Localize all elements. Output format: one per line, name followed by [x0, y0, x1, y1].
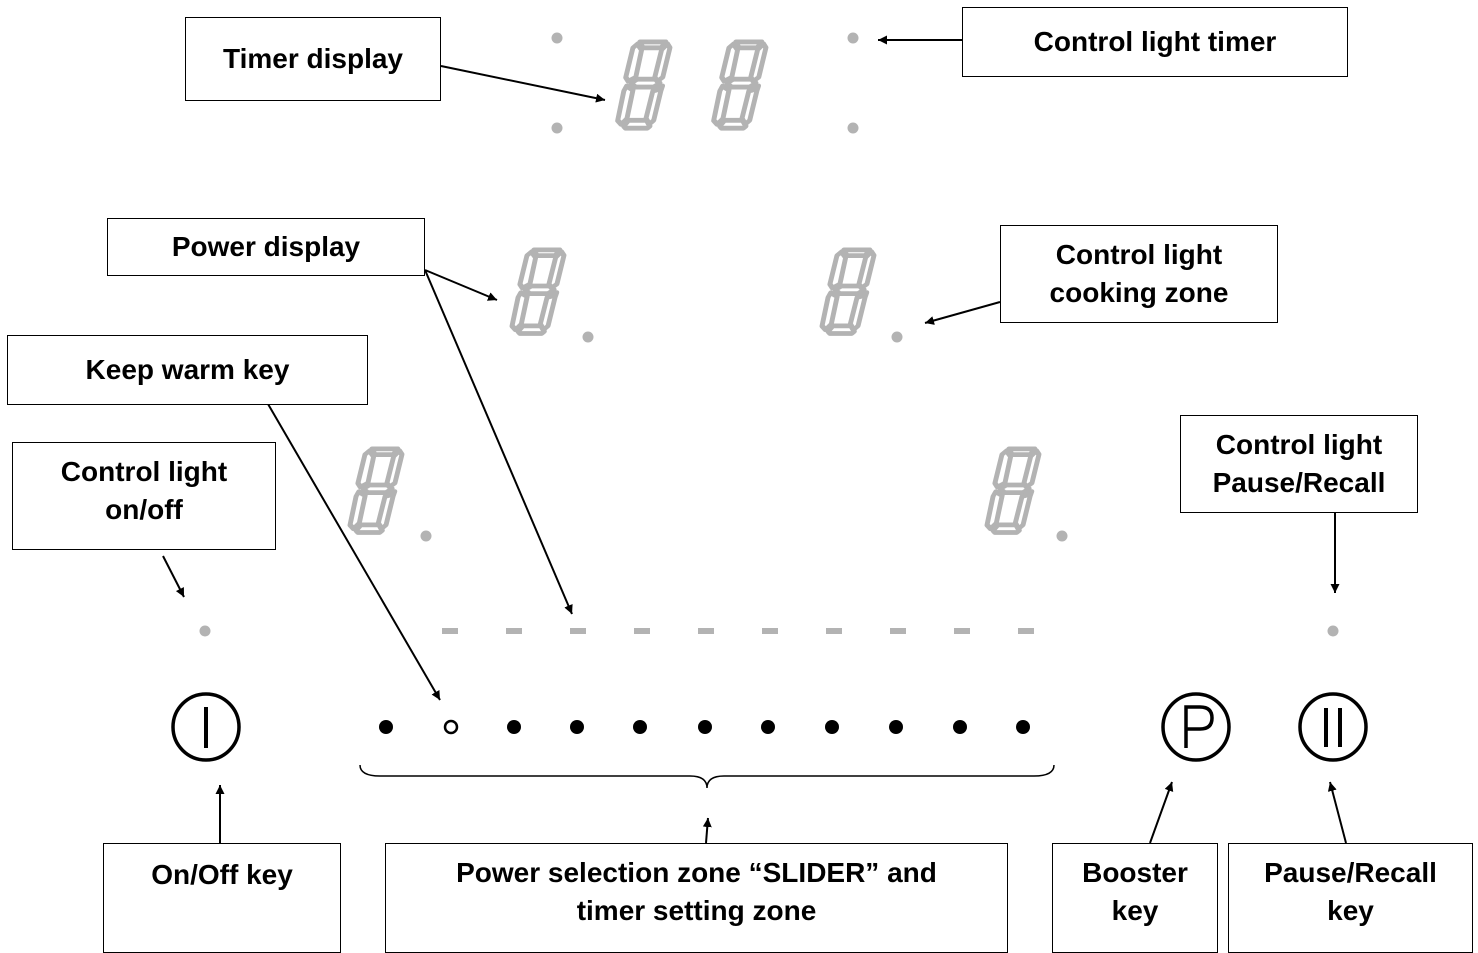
label-text-line: Power selection zone “SLIDER” and — [456, 857, 937, 888]
label-control-light-timer: Control light timer — [962, 7, 1348, 77]
slider-dot — [698, 720, 712, 734]
slider-keys[interactable] — [379, 719, 1030, 735]
slider-dot — [633, 720, 647, 734]
control-light-on-off — [199, 625, 211, 637]
power-display-top-right — [821, 250, 903, 343]
booster-p-icon[interactable] — [1161, 692, 1231, 762]
label-power-display: Power display — [107, 218, 425, 276]
pause-icon[interactable] — [1298, 692, 1368, 762]
label-booster-key: Booster key — [1052, 843, 1218, 953]
label-text-line: key — [1111, 895, 1159, 926]
label-text-line: cooking zone — [1049, 277, 1229, 308]
slider-dot — [507, 720, 521, 734]
label-text-line: Booster — [1082, 857, 1188, 888]
slider-level-bars — [442, 628, 1034, 634]
label-timer-display: Timer display — [185, 17, 441, 101]
slider-dot — [379, 720, 393, 734]
label-keep-warm-key: Keep warm key — [7, 335, 368, 405]
slider-dot — [953, 720, 967, 734]
power-display-top-left — [511, 250, 594, 343]
label-text-line: timer setting zone — [576, 895, 817, 926]
slider-dot — [570, 720, 584, 734]
label-control-light-pause-recall: Control light Pause/Recall — [1180, 415, 1418, 513]
label-text: Timer display — [222, 43, 403, 74]
keep-warm-key — [443, 719, 459, 735]
label-text-line: on/off — [105, 494, 183, 525]
label-control-light-cooking-zone: Control light cooking zone — [1000, 225, 1278, 323]
label-text: Control light timer — [1033, 26, 1277, 57]
power-icon[interactable] — [171, 692, 241, 762]
timer-display — [617, 42, 767, 128]
label-text-line: Control light — [60, 456, 228, 487]
power-display-bottom-left — [349, 449, 432, 542]
label-text-line: Control light — [1055, 239, 1223, 270]
label-text: Keep warm key — [85, 354, 290, 385]
slider-brace — [359, 764, 1055, 789]
label-on-off-key: On/Off key — [103, 843, 341, 953]
label-pause-recall-key: Pause/Recall key — [1228, 843, 1473, 953]
label-text: Power display — [171, 231, 361, 262]
label-text: On/Off key — [151, 859, 293, 890]
slider-dot — [1016, 720, 1030, 734]
timer-control-lights — [551, 32, 859, 134]
label-slider-zone: Power selection zone “SLIDER” and timer … — [385, 843, 1008, 953]
slider-dot — [761, 720, 775, 734]
slider-dot — [825, 720, 839, 734]
label-text-line: Control light — [1215, 429, 1383, 460]
label-text-line: Pause/Recall — [1264, 857, 1437, 888]
control-light-pause-recall — [1327, 625, 1339, 637]
label-control-light-on-off: Control light on/off — [12, 442, 276, 550]
label-text-line: Pause/Recall — [1212, 467, 1386, 498]
label-text-line: key — [1327, 895, 1374, 926]
slider-dot — [889, 720, 903, 734]
callout-arrows — [162, 35, 1347, 844]
power-display-bottom-right — [986, 449, 1068, 542]
